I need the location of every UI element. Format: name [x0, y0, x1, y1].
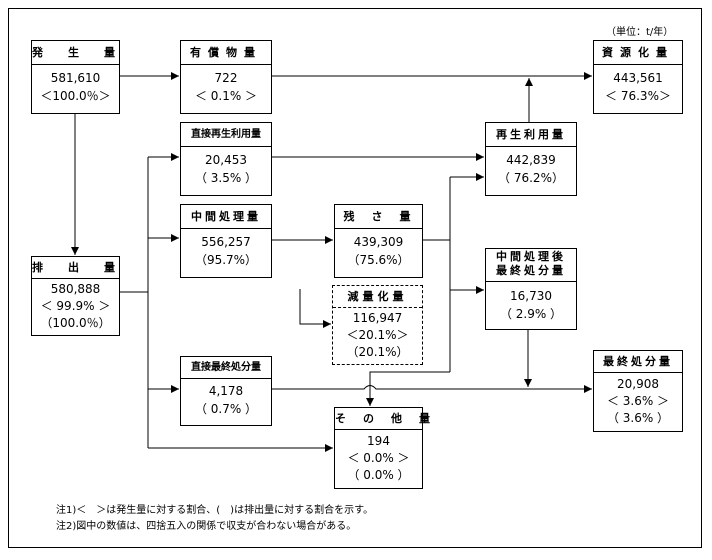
other-ratio-discharge: （ 0.0% ）: [347, 468, 410, 482]
direct-recycle-ratio: （ 3.5% ）: [194, 171, 258, 185]
discharge-ratio-discharge: （100.0％）: [40, 316, 111, 330]
discharge-title: 排 出 量: [32, 257, 119, 279]
resource-ratio: ＜ 76.3%＞: [605, 89, 671, 103]
generation-value: 581,610: [50, 71, 101, 85]
note-2: 注2)図中の数値は、四捨五入の関係で収支が合わない場合がある。: [56, 521, 357, 532]
box-recycle: 再生利用量 442,839 （ 76.2%）: [485, 122, 577, 196]
reduction-ratio-discharge: （20.1%）: [346, 345, 409, 359]
other-title: そ の 他 量: [335, 408, 430, 430]
post-final-value: 16,730: [510, 289, 552, 303]
final-ratio-discharge: （ 3.6% ）: [606, 411, 670, 425]
box-direct-final: 直接最終処分量 4,178 （ 0.7% ）: [180, 356, 272, 426]
generation-title: 発 生 量: [32, 41, 119, 65]
intermediate-ratio: （95.7%）: [194, 253, 258, 267]
reduction-value: 116,947: [352, 311, 403, 325]
post-final-title-line2: 最終処分量: [496, 264, 566, 277]
box-final: 最終処分量 20,908 ＜ 3.6% ＞ （ 3.6% ）: [593, 350, 683, 432]
recycle-value: 442,839: [506, 153, 556, 167]
direct-recycle-value: 20,453: [205, 153, 247, 167]
reduction-title: 減量化量: [333, 286, 422, 308]
residue-ratio: （75.6%）: [347, 253, 410, 267]
residue-value: 439,309: [353, 235, 404, 249]
arrow-intermediate-to-reduction: [299, 289, 331, 328]
direct-final-value: 4,178: [208, 384, 244, 398]
resource-title: 資源化量: [594, 41, 682, 65]
final-value: 20,908: [617, 377, 659, 391]
resource-value: 443,561: [613, 71, 663, 85]
valuables-title: 有償物量: [181, 41, 271, 65]
valuables-value: 722: [214, 71, 238, 85]
note-1: 注1)＜ ＞は発生量に対する割合、( )は排出量に対する割合を示す。: [56, 505, 374, 516]
unit-label: （単位：t/年）: [606, 27, 674, 38]
intermediate-value: 556,257: [201, 235, 251, 249]
direct-final-title: 直接最終処分量: [181, 357, 271, 379]
box-direct-recycle: 直接再生利用量 20,453 （ 3.5% ）: [180, 122, 272, 196]
box-intermediate: 中間処理量 556,257 （95.7%）: [180, 204, 272, 278]
residue-branch-trunk: [422, 177, 451, 372]
box-generation: 発 生 量 581,610 ＜100.0％＞: [31, 40, 120, 114]
final-ratio-generation: ＜ 3.6% ＞: [606, 394, 670, 408]
post-final-ratio: （ 2.9% ）: [499, 307, 563, 321]
final-title: 最終処分量: [594, 351, 682, 373]
other-ratio-generation: ＜ 0.0% ＞: [347, 451, 410, 465]
valuables-ratio: ＜ 0.1% ＞: [194, 89, 258, 103]
diagram-frame: [8, 8, 702, 548]
box-post-final: 中間処理後 最終処分量 16,730 （ 2.9% ）: [485, 248, 577, 330]
discharge-ratio-generation: ＜ 99.9% ＞: [40, 299, 111, 313]
intermediate-title: 中間処理量: [181, 205, 271, 229]
box-residue: 残 さ 量 439,309 （75.6%）: [334, 204, 423, 278]
box-other: そ の 他 量 194 ＜ 0.0% ＞ （ 0.0% ）: [334, 407, 430, 489]
discharge-value: 580,888: [50, 282, 101, 296]
reduction-ratio-generation: ＜20.1%＞: [346, 328, 409, 342]
direct-recycle-title: 直接再生利用量: [181, 123, 271, 147]
discharge-branch-trunk: [119, 157, 149, 448]
recycle-title: 再生利用量: [486, 123, 576, 147]
arrow-residue-to-other: [366, 371, 450, 406]
direct-final-ratio: （ 0.7% ）: [194, 402, 258, 416]
box-resource: 資源化量 443,561 ＜ 76.3%＞: [593, 40, 683, 114]
post-final-title: 中間処理後 最終処分量: [486, 249, 576, 282]
other-value: 194: [367, 434, 390, 448]
post-final-title-line1: 中間処理後: [496, 250, 566, 263]
box-valuables: 有償物量 722 ＜ 0.1% ＞: [180, 40, 272, 114]
box-discharge: 排 出 量 580,888 ＜ 99.9% ＞ （100.0％）: [31, 256, 120, 336]
arrow-direct-final-to-final: [271, 385, 592, 393]
generation-ratio: ＜100.0％＞: [40, 89, 111, 103]
residue-title: 残 さ 量: [335, 205, 422, 229]
recycle-ratio: （ 76.2%）: [498, 171, 564, 185]
box-reduction: 減量化量 116,947 ＜20.1%＞ （20.1%）: [332, 285, 423, 365]
